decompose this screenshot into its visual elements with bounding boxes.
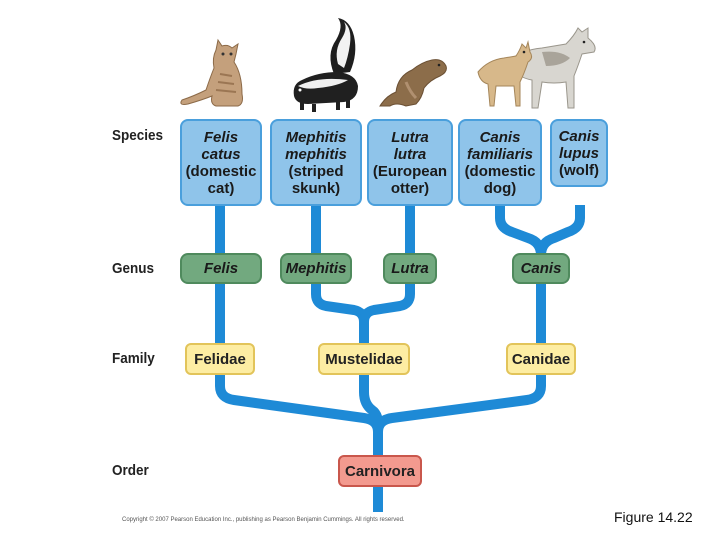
- genus-lutra: Lutra: [383, 253, 437, 284]
- figure-caption: Figure 14.22: [614, 509, 693, 525]
- species-label: Species: [112, 127, 164, 144]
- species-common-name: (striped: [288, 162, 344, 180]
- species-sci-name: catus: [201, 145, 241, 163]
- skunk-image: [293, 18, 358, 112]
- family-felidae: Felidae: [185, 343, 255, 375]
- branch-mephitis-genus: [311, 283, 369, 345]
- order-label: Order: [112, 462, 149, 479]
- species-sci-name: Felis: [203, 128, 239, 146]
- species-common-name: otter): [390, 179, 430, 197]
- genus-label: Genus: [112, 260, 155, 277]
- copyright-text: Copyright © 2007 Pearson Education Inc.,…: [122, 517, 405, 523]
- branch-canis-species: [495, 205, 546, 256]
- cat-image: [180, 38, 243, 107]
- species-common-name: (domestic: [464, 162, 536, 180]
- branch-lutra-genus: [359, 283, 415, 345]
- species-lutra-lutra: Lutra lutra (European otter): [367, 119, 453, 206]
- species-mephitis-mephitis: Mephitis mephitis (striped skunk): [270, 119, 362, 206]
- species-sci-name: familiaris: [467, 145, 533, 163]
- species-common-name: (domestic: [185, 162, 257, 180]
- species-common-name: cat): [207, 179, 235, 197]
- species-felis-catus: Felis catus (domestic cat): [180, 119, 262, 206]
- species-sci-name: Mephitis: [285, 128, 347, 146]
- species-canis-familiaris: Canis familiaris (domestic dog): [458, 119, 542, 206]
- species-sci-name: Canis: [479, 128, 521, 146]
- species-sci-name: mephitis: [285, 145, 347, 163]
- otter-image: [379, 59, 447, 107]
- family-label: Family: [112, 350, 155, 367]
- branch-felidae-family: [215, 373, 383, 456]
- branch-wolf-species: [536, 205, 585, 256]
- family-canidae: Canidae: [506, 343, 576, 375]
- species-common-name: skunk): [291, 179, 341, 197]
- genus-mephitis: Mephitis: [280, 253, 352, 284]
- family-mustelidae: Mustelidae: [318, 343, 410, 375]
- dog-and-wolf-image: [477, 27, 596, 109]
- species-sci-name: lupus: [558, 144, 599, 162]
- species-sci-name: Lutra: [391, 128, 429, 146]
- genus-canis: Canis: [512, 253, 570, 284]
- species-common-name: (European: [372, 162, 448, 180]
- order-carnivora: Carnivora: [338, 455, 422, 487]
- species-common-name: dog): [483, 179, 517, 197]
- branch-mustelidae-family: [359, 373, 383, 425]
- species-common-name: (wolf): [559, 161, 599, 179]
- genus-felis: Felis: [180, 253, 262, 284]
- species-canis-lupus: Canis lupus (wolf): [550, 119, 608, 187]
- species-sci-name: lutra: [393, 145, 427, 163]
- species-sci-name: Canis: [558, 127, 600, 145]
- branch-canidae-family: [373, 373, 546, 433]
